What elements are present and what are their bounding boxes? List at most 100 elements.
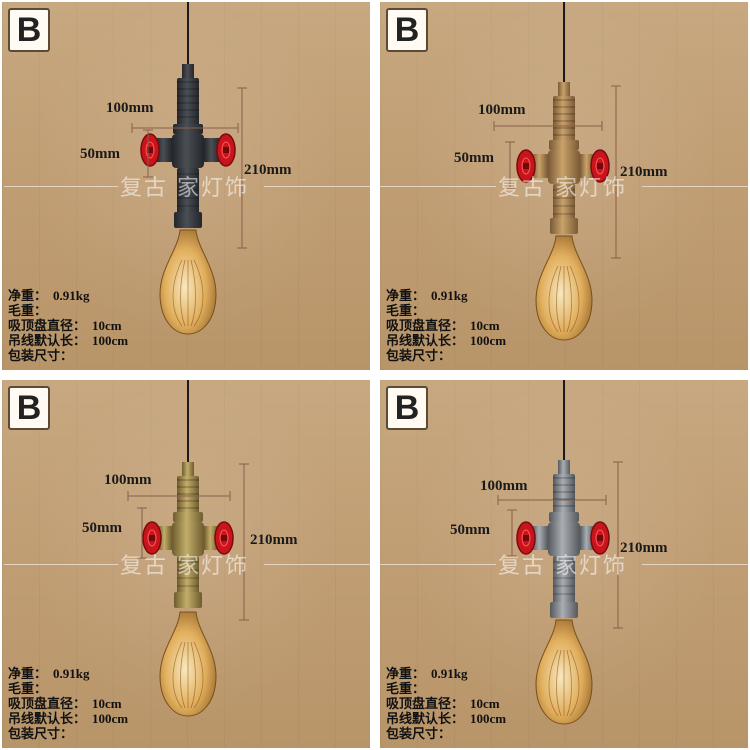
spec-list: 净重： 0.91kg 毛重： 吸顶盘直径： 10cm 吊线默认长： 100cm 包装尺… (386, 288, 506, 363)
bulb-socket (550, 218, 578, 234)
spec-row: 吊线默认长： 100cm (8, 711, 128, 726)
pipe-cap (558, 460, 570, 474)
pipe-lower (177, 556, 199, 594)
spec-value: 0.91kg (431, 288, 468, 303)
bulb-socket (174, 212, 202, 228)
spec-key: 吸顶盘直径： (8, 696, 87, 711)
panel-bronze-finish: 复古 家灯饰 B 100mm 50mm 210mm 净重：0.91kg 毛重： … (380, 2, 748, 370)
spec-key: 吊线默认长： (8, 711, 87, 726)
valve-wheel-inner (219, 529, 229, 547)
variant-badge: B (8, 386, 50, 430)
valve-hub (147, 147, 153, 153)
valve-hub (149, 535, 155, 541)
spec-key: 吊线默认长： (386, 711, 465, 726)
spec-value: 100cm (92, 711, 129, 726)
dim-width-label: 100mm (480, 478, 528, 494)
spec-value: 0.91kg (53, 288, 90, 303)
valve-hub (223, 147, 229, 153)
bulb-socket (550, 602, 578, 618)
spec-value: 10cm (470, 696, 500, 711)
bulb-filament (566, 265, 572, 333)
bulb-filament (556, 649, 562, 717)
variant-badge: B (386, 8, 428, 52)
pipe-tee (172, 522, 204, 556)
dim-width-label: 100mm (104, 472, 152, 488)
spec-key: 毛重： (386, 681, 426, 696)
spec-row: 包装尺寸： (8, 726, 128, 741)
panel-silver-finish: 复古 家灯饰 B 100mm 50mm 210mm 净重：0.91kg 毛重： … (380, 380, 748, 748)
panel-brass-finish: 复古 家灯饰 B 100mm 50mm 210mm 净重：0.91kg 毛重： … (2, 380, 370, 748)
bulb-filament (172, 259, 183, 327)
bulb-filament (556, 265, 562, 333)
spec-row: 毛重： (8, 303, 128, 318)
spec-key: 毛重： (8, 303, 48, 318)
spec-row: 净重： 0.91kg (8, 288, 128, 303)
valve-wheel-inner (521, 157, 531, 175)
valve-wheel-inner (145, 141, 155, 159)
dim-height-small-label: 50mm (454, 150, 494, 166)
spec-value: 100cm (470, 333, 507, 348)
pendant-lamp-image (497, 380, 623, 725)
spec-key: 吊线默认长： (8, 333, 87, 348)
bulb-filament (172, 641, 183, 709)
pipe-upper (177, 78, 199, 126)
spec-key: 毛重： (8, 681, 48, 696)
pipe-cap (558, 82, 570, 96)
pipe-coupling (173, 124, 203, 134)
spec-row: 毛重： (386, 303, 506, 318)
watermark-text: 复古 家灯饰 (120, 176, 249, 201)
pipe-cap (182, 462, 194, 476)
valve-handle-icon (590, 521, 610, 555)
spec-row: 净重：0.91kg (386, 666, 506, 681)
valve-hub (221, 535, 227, 541)
pipe-tee (548, 150, 580, 184)
dim-height-total-label: 210mm (244, 162, 292, 178)
spec-value: 10cm (470, 318, 500, 333)
dim-width-label: 100mm (106, 100, 154, 116)
valve-wheel-inner (595, 157, 605, 175)
spec-list: 净重：0.91kg 毛重： 吸顶盘直径：10cm 吊线默认长：100cm 包装尺… (8, 288, 128, 363)
spec-key: 净重： (386, 288, 426, 303)
spec-row: 净重： 0.91kg (386, 288, 506, 303)
bulb-filament (193, 641, 204, 709)
spec-key: 吸顶盘直径： (8, 318, 87, 333)
pipe-cap (182, 64, 194, 78)
watermark-line-left (4, 186, 118, 187)
pipe-lower (553, 556, 575, 604)
spec-key: 吸顶盘直径： (386, 696, 465, 711)
watermark-line-left (4, 564, 118, 565)
valve-hub (523, 535, 529, 541)
valve-handle-icon (216, 133, 236, 167)
dim-height-small-label: 50mm (450, 522, 490, 538)
spec-key: 净重： (8, 288, 48, 303)
bulb-filament (190, 641, 196, 709)
spec-list: 净重：0.91kg 毛重： 吸顶盘直径：10cm 吊线默认长：100cm 包装尺… (386, 666, 506, 741)
valve-wheel-inner (521, 529, 531, 547)
watermark-line-right (642, 186, 748, 187)
spec-row: 吸顶盘直径： 10cm (386, 318, 506, 333)
spec-row: 净重：0.91kg (8, 666, 128, 681)
valve-hub (597, 163, 603, 169)
bulb-filament (569, 265, 580, 333)
bulb-filament (548, 265, 559, 333)
spec-value: 10cm (92, 318, 122, 333)
bulb-socket (174, 592, 202, 608)
valve-wheel-inner (221, 141, 231, 159)
valve-handle-icon (590, 149, 610, 183)
pipe-arm-right (580, 526, 594, 550)
valve-wheel-inner (147, 529, 157, 547)
spec-key: 吊线默认长： (386, 333, 465, 348)
pipe-coupling (173, 512, 203, 522)
spec-key: 吸顶盘直径： (386, 318, 465, 333)
spec-key: 净重： (8, 666, 48, 681)
watermark-text: 复古 家灯饰 (498, 554, 627, 579)
spec-key: 包装尺寸： (386, 348, 452, 363)
pipe-lower (553, 184, 575, 220)
pipe-arm-left (532, 526, 548, 550)
bulb-filament (190, 259, 196, 327)
valve-handle-icon (140, 133, 160, 167)
variant-badge: B (386, 386, 428, 430)
spec-key: 净重： (386, 666, 426, 681)
pendant-lamp-image (131, 2, 247, 335)
